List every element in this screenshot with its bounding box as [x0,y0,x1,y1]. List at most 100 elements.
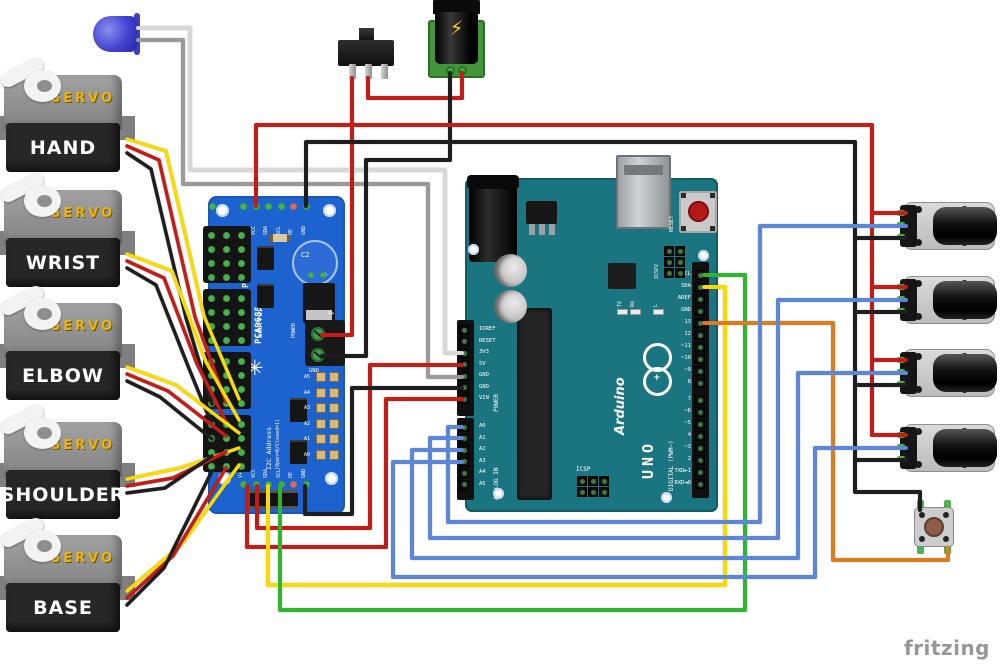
pca-top-pin-scl[interactable] [277,203,285,210]
reset-button-cap[interactable] [688,201,709,222]
power-jack[interactable]: ⚡ [428,0,490,82]
push-button[interactable] [914,500,954,554]
button-cap[interactable] [924,517,944,537]
pin-sda[interactable] [695,282,705,292]
address-jumper-pad[interactable] [329,418,339,429]
channel-pin[interactable] [208,295,215,302]
address-jumper-pad[interactable] [316,403,326,413]
channel-pin[interactable] [238,295,245,302]
pot-pin[interactable] [897,444,905,450]
pin-9[interactable] [695,366,705,376]
channel-pin[interactable] [208,400,215,407]
pot-pin[interactable] [897,222,905,228]
channel-pin[interactable] [223,400,230,407]
icsp2-pin[interactable] [664,246,674,256]
wire-shoulder-gnd[interactable] [125,454,214,495]
pin-a3[interactable] [459,456,469,467]
icsp2-pin[interactable] [675,268,685,278]
pin-8[interactable] [695,378,705,388]
pot-shaft[interactable] [933,429,997,467]
pin-a0[interactable] [459,422,469,432]
pin-ioref[interactable] [459,325,469,335]
pca-bottom-pin-gnd[interactable] [303,481,310,488]
channel-pin[interactable] [238,463,245,470]
reset-button[interactable] [679,191,717,233]
pca-top-pin-oe[interactable] [290,203,298,210]
pin-3[interactable] [695,443,705,453]
jack-pin-negative[interactable] [446,66,455,75]
channel-pin[interactable] [238,400,245,407]
address-jumper-pad[interactable] [329,434,339,444]
channel-pin[interactable] [238,232,245,239]
channel-pin[interactable] [223,449,230,456]
pin-a5[interactable] [459,479,469,490]
wire-hand-gnd[interactable] [125,151,214,406]
channel-pin[interactable] [238,358,245,365]
pot-pin[interactable] [897,369,905,375]
pca9685-board[interactable]: 16 x 12-bit PWM PCA9685 adafruit POWER I… [203,196,345,514]
pca-top-pin-sda[interactable] [265,203,273,210]
address-jumper-pad[interactable] [316,372,326,382]
pca-bottom-pin-sda[interactable] [265,481,273,488]
terminal-screw-gnd[interactable] [311,348,325,362]
address-jumper-pad[interactable] [329,403,339,413]
pca-top-pin-vcc[interactable] [252,203,260,210]
address-jumper-pad[interactable] [329,387,339,398]
servo-channel-header[interactable] [203,352,251,409]
channel-pin[interactable] [223,372,230,379]
jack-pin-positive[interactable] [458,66,467,75]
pin-reset[interactable] [459,336,469,347]
servo-channel-header[interactable] [203,415,251,472]
channel-pin[interactable] [223,246,230,253]
pca-bottom-pin-v+[interactable] [240,481,247,488]
pin-3v3[interactable] [459,348,469,358]
pot-pin[interactable] [897,284,905,290]
channel-pin[interactable] [223,435,230,442]
icsp-pin[interactable] [599,487,609,497]
pin-rxd0[interactable] [695,479,705,489]
channel-pin[interactable] [223,274,230,281]
address-jumper-pad[interactable] [316,434,326,444]
channel-pin[interactable] [208,260,215,267]
pot-pin[interactable] [897,234,905,240]
channel-pin[interactable] [208,421,215,428]
channel-pin[interactable] [223,260,230,267]
pin-10[interactable] [695,354,705,364]
potentiometer-2[interactable] [897,276,997,324]
pot-pin[interactable] [897,456,905,462]
channel-pin[interactable] [208,323,215,330]
pot-pin[interactable] [897,210,905,216]
icsp2-pin[interactable] [664,257,674,267]
wire-wrist-gnd[interactable] [125,266,214,427]
channel-pin[interactable] [238,323,245,330]
pin-a2[interactable] [459,445,469,455]
pin-5[interactable] [695,419,705,429]
pot-pin[interactable] [897,357,905,363]
pin-txd1[interactable] [695,467,705,477]
channel-pin[interactable] [223,323,230,330]
address-jumper-pad[interactable] [316,387,326,398]
channel-pin[interactable] [223,295,230,302]
switch-pin[interactable] [349,64,356,79]
channel-pin[interactable] [223,309,230,316]
pot-pin[interactable] [897,432,905,438]
address-jumper-pad[interactable] [316,418,326,429]
pin-7[interactable] [695,395,705,405]
icsp-pin[interactable] [588,487,598,497]
channel-pin[interactable] [238,260,245,267]
switch-pin[interactable] [381,64,388,79]
pca-top-pin-v+[interactable] [240,203,247,210]
pin-gnd[interactable] [459,371,469,381]
pin-a4[interactable] [459,468,469,478]
pin-scl[interactable] [695,270,705,280]
icsp-pin[interactable] [599,476,609,486]
pin-vin[interactable] [459,394,469,404]
address-jumper-pad[interactable] [329,372,339,382]
pin-11[interactable] [695,342,705,352]
channel-pin[interactable] [223,421,230,428]
pot-shaft[interactable] [933,354,997,392]
servo-channel-header[interactable] [203,226,251,283]
